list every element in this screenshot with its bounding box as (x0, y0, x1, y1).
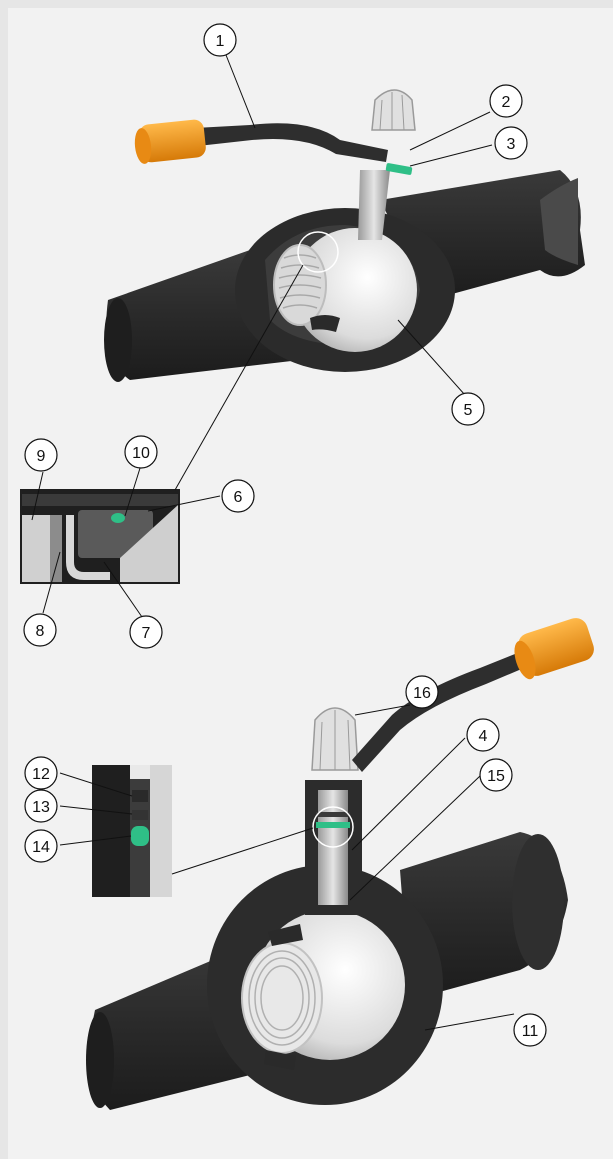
callout-7: 7 (129, 615, 163, 649)
callout-16: 16 (405, 675, 439, 709)
callout-1-label: 1 (216, 33, 225, 50)
top-zoom-circle (297, 231, 339, 273)
bottom-handle-grip (514, 618, 594, 680)
top-handle (195, 123, 388, 162)
callout-13: 13 (24, 789, 58, 823)
callout-4-label: 4 (479, 728, 488, 745)
bottom-cap-ridges (319, 710, 351, 771)
callouts: 1 2 3 5 9 10 6 8 (23, 23, 547, 1047)
callout-9-label: 9 (37, 448, 46, 465)
top-left-pipe-end (104, 298, 132, 382)
bottom-seat-lower (264, 1050, 296, 1070)
inset-seal-14 (131, 826, 149, 846)
callout-10: 10 (124, 435, 158, 469)
callout-13-label: 13 (32, 799, 50, 816)
top-stem-seal (385, 163, 413, 175)
bottom-detail-inset (92, 765, 172, 897)
callout-16-label: 16 (413, 685, 431, 702)
bottom-stem-seal (316, 822, 350, 828)
callout-14-label: 14 (32, 839, 50, 856)
callout-11: 11 (513, 1013, 547, 1047)
top-right-pipe-opening (540, 178, 578, 265)
callout-leaders (31, 54, 515, 1031)
callout-4: 4 (466, 718, 500, 752)
callout-1: 1 (203, 23, 237, 57)
top-seat (310, 315, 340, 332)
top-stem (358, 170, 390, 240)
bottom-left-pipe-end (86, 1012, 114, 1108)
bottom-zoom-circle (312, 806, 354, 848)
bottom-ball-threads (248, 950, 316, 1046)
top-stem-cap (371, 89, 416, 131)
bottom-valve (86, 618, 594, 1110)
bottom-handle (352, 648, 538, 772)
callout-6-label: 6 (234, 489, 243, 506)
top-detail-inset (20, 489, 180, 584)
callout-15-label: 15 (487, 768, 505, 785)
bottom-stem-ring (316, 812, 350, 817)
callout-3: 3 (494, 126, 528, 160)
top-valve (104, 89, 585, 382)
callout-5: 5 (451, 392, 485, 426)
callout-2-label: 2 (502, 94, 511, 111)
callout-3-label: 3 (507, 136, 516, 153)
top-handle-grip (134, 119, 206, 164)
callout-12-label: 12 (32, 766, 50, 783)
callout-7-label: 7 (142, 625, 151, 642)
callout-8-label: 8 (36, 623, 45, 640)
callout-6: 6 (221, 479, 255, 513)
callout-5-label: 5 (464, 402, 473, 419)
callout-12: 12 (24, 756, 58, 790)
callout-2: 2 (489, 84, 523, 118)
top-ball-threads (278, 254, 322, 309)
callout-10-label: 10 (132, 445, 150, 462)
callout-8: 8 (23, 613, 57, 647)
inset-seal-10 (111, 513, 125, 523)
zoom-leaders (171, 264, 314, 875)
zoom-markers (297, 231, 354, 848)
bottom-seat (268, 924, 303, 946)
callout-15: 15 (479, 758, 513, 792)
bottom-ball-port (241, 942, 323, 1054)
top-cap-ridges (379, 92, 405, 131)
callout-11-label: 11 (522, 1023, 539, 1040)
callout-9: 9 (24, 438, 58, 472)
callout-14: 14 (24, 829, 58, 863)
